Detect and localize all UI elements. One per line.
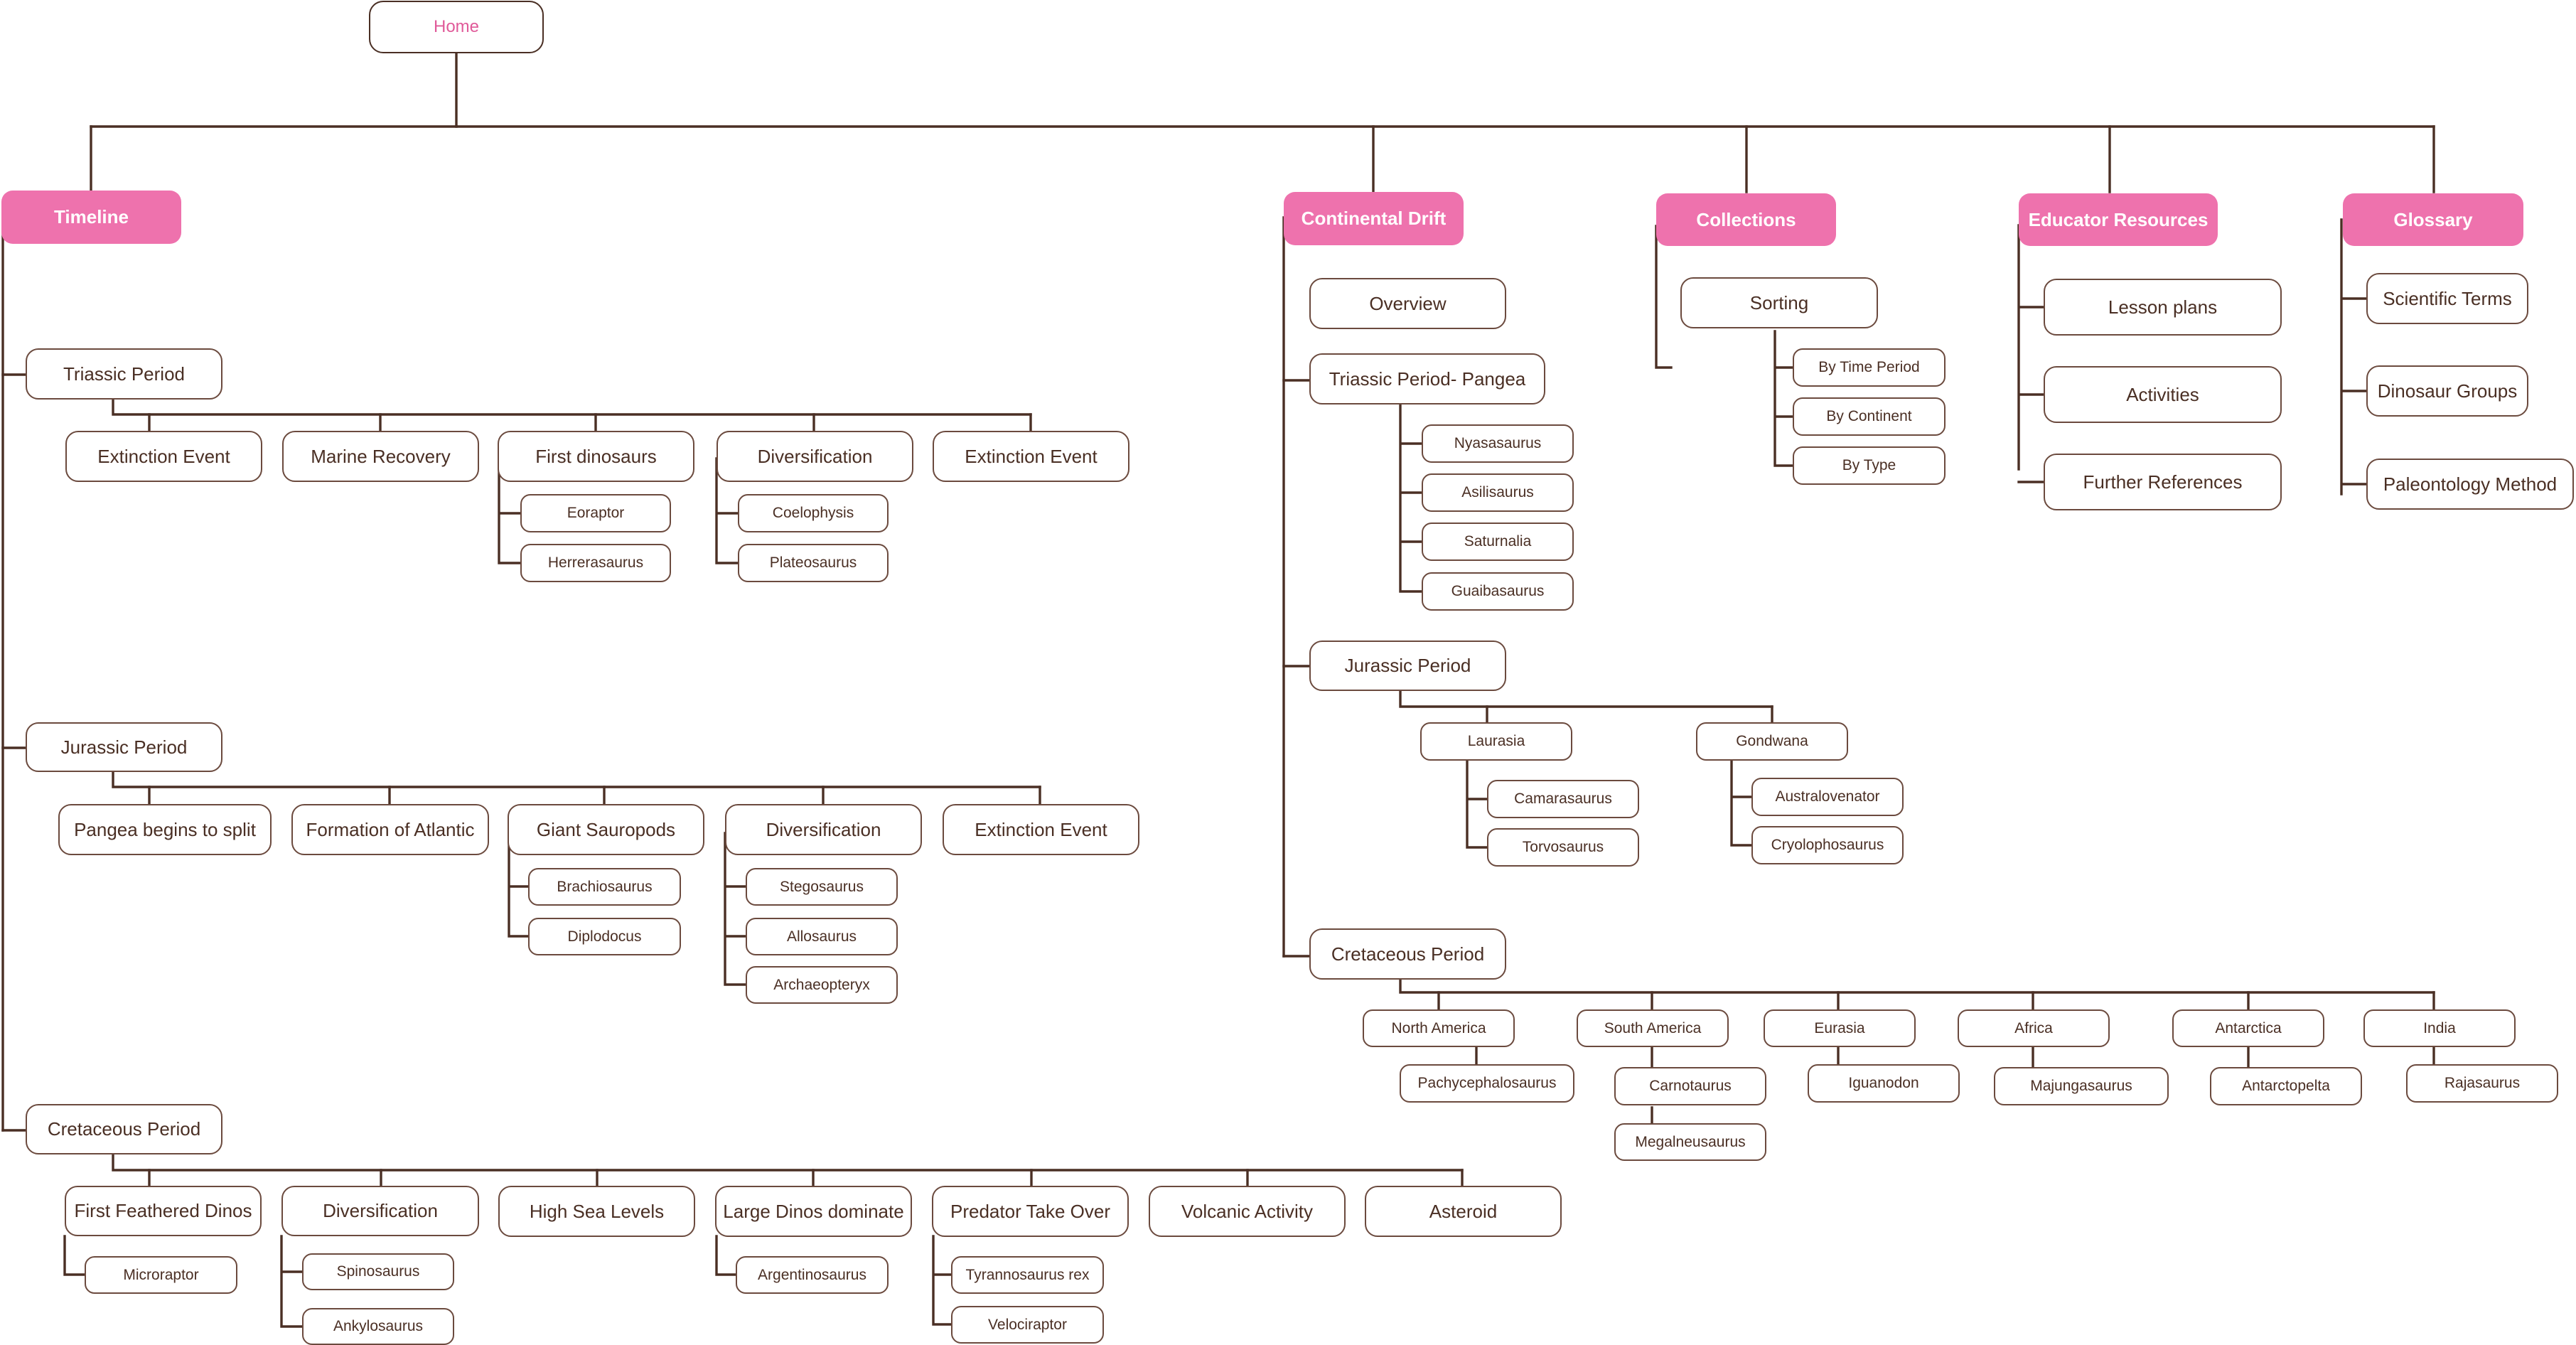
collections-node[interactable]: Collections bbox=[1656, 193, 1836, 246]
pangea-split-node[interactable]: Pangea begins to split bbox=[58, 804, 272, 855]
lesson-plans-node[interactable]: Lesson plans bbox=[2044, 279, 2282, 336]
diplodocus-node[interactable]: Diplodocus bbox=[528, 918, 681, 955]
by-continent-node[interactable]: By Continent bbox=[1793, 397, 1946, 436]
plateosaurus-node[interactable]: Plateosaurus bbox=[738, 544, 889, 582]
australovenator-node[interactable]: Australovenator bbox=[1751, 778, 1904, 816]
eurasia-node[interactable]: Eurasia bbox=[1764, 1009, 1916, 1047]
triassic-extinction-event-2-node[interactable]: Extinction Event bbox=[933, 431, 1129, 482]
saturnalia-node[interactable]: Saturnalia bbox=[1422, 523, 1574, 561]
large-dinos-dominate-node[interactable]: Large Dinos dominate bbox=[715, 1186, 912, 1237]
coelophysis-node[interactable]: Coelophysis bbox=[738, 494, 889, 532]
north-america-node[interactable]: North America bbox=[1363, 1009, 1515, 1047]
predator-take-over-node[interactable]: Predator Take Over bbox=[932, 1186, 1129, 1237]
cd-cretaceous-node[interactable]: Cretaceous Period bbox=[1309, 928, 1506, 980]
torvosaurus-node[interactable]: Torvosaurus bbox=[1487, 828, 1639, 867]
guaibasaurus-node[interactable]: Guaibasaurus bbox=[1422, 572, 1574, 611]
dinosaur-groups-node[interactable]: Dinosaur Groups bbox=[2366, 365, 2528, 417]
stegosaurus-node[interactable]: Stegosaurus bbox=[746, 868, 898, 906]
antarctopelta-node[interactable]: Antarctopelta bbox=[2210, 1067, 2362, 1105]
paleontology-method-node[interactable]: Paleontology Method bbox=[2366, 459, 2574, 510]
pachycephalosaurus-node[interactable]: Pachycephalosaurus bbox=[1400, 1064, 1574, 1103]
south-america-node[interactable]: South America bbox=[1577, 1009, 1729, 1047]
antarctica-node[interactable]: Antarctica bbox=[2172, 1009, 2324, 1047]
timeline-jurassic-node[interactable]: Jurassic Period bbox=[26, 722, 222, 772]
archaeopteryx-node[interactable]: Archaeopteryx bbox=[746, 966, 898, 1004]
carnotaurus-node[interactable]: Carnotaurus bbox=[1614, 1067, 1766, 1105]
laurasia-node[interactable]: Laurasia bbox=[1420, 722, 1572, 761]
home-node[interactable]: Home bbox=[369, 1, 544, 53]
cd-triassic-pangea-node[interactable]: Triassic Period- Pangea bbox=[1309, 353, 1545, 404]
educator-resources-node[interactable]: Educator Resources bbox=[2019, 193, 2218, 246]
gondwana-node[interactable]: Gondwana bbox=[1696, 722, 1848, 761]
velociraptor-node[interactable]: Velociraptor bbox=[951, 1306, 1104, 1344]
megalneusaurus-node[interactable]: Megalneusaurus bbox=[1614, 1123, 1766, 1161]
camarasaurus-node[interactable]: Camarasaurus bbox=[1487, 780, 1639, 818]
triassic-diversification-node[interactable]: Diversification bbox=[717, 431, 913, 482]
allosaurus-node[interactable]: Allosaurus bbox=[746, 918, 898, 955]
tyrannosaurus-rex-node[interactable]: Tyrannosaurus rex bbox=[951, 1256, 1104, 1294]
triassic-extinction-event-node[interactable]: Extinction Event bbox=[65, 431, 262, 482]
by-time-period-node[interactable]: By Time Period bbox=[1793, 348, 1946, 387]
high-sea-levels-node[interactable]: High Sea Levels bbox=[498, 1186, 695, 1237]
majungasaurus-node[interactable]: Majungasaurus bbox=[1994, 1067, 2169, 1105]
ankylosaurus-node[interactable]: Ankylosaurus bbox=[302, 1308, 454, 1345]
marine-recovery-node[interactable]: Marine Recovery bbox=[282, 431, 479, 482]
timeline-triassic-node[interactable]: Triassic Period bbox=[26, 348, 222, 400]
formation-atlantic-node[interactable]: Formation of Atlantic bbox=[291, 804, 489, 855]
continental-drift-node[interactable]: Continental Drift bbox=[1284, 192, 1464, 245]
jurassic-diversification-node[interactable]: Diversification bbox=[725, 804, 922, 855]
by-type-node[interactable]: By Type bbox=[1793, 446, 1946, 485]
giant-sauropods-node[interactable]: Giant Sauropods bbox=[508, 804, 704, 855]
overview-node[interactable]: Overview bbox=[1309, 278, 1506, 329]
argentinosaurus-node[interactable]: Argentinosaurus bbox=[736, 1256, 889, 1294]
glossary-node[interactable]: Glossary bbox=[2343, 193, 2523, 246]
eoraptor-node[interactable]: Eoraptor bbox=[520, 494, 671, 532]
asteroid-node[interactable]: Asteroid bbox=[1365, 1186, 1562, 1237]
nyasasaurus-node[interactable]: Nyasasaurus bbox=[1422, 424, 1574, 463]
further-references-node[interactable]: Further References bbox=[2044, 454, 2282, 510]
herrerasaurus-node[interactable]: Herrerasaurus bbox=[520, 544, 671, 582]
cretaceous-diversification-node[interactable]: Diversification bbox=[281, 1186, 479, 1236]
scientific-terms-node[interactable]: Scientific Terms bbox=[2366, 273, 2528, 324]
timeline-node[interactable]: Timeline bbox=[1, 191, 181, 244]
cd-jurassic-node[interactable]: Jurassic Period bbox=[1309, 641, 1506, 691]
first-feathered-dinos-node[interactable]: First Feathered Dinos bbox=[65, 1186, 262, 1236]
activities-node[interactable]: Activities bbox=[2044, 366, 2282, 423]
first-dinosaurs-node[interactable]: First dinosaurs bbox=[498, 431, 694, 482]
spinosaurus-node[interactable]: Spinosaurus bbox=[302, 1253, 454, 1290]
iguanodon-node[interactable]: Iguanodon bbox=[1808, 1064, 1960, 1103]
sorting-node[interactable]: Sorting bbox=[1680, 277, 1878, 328]
microraptor-node[interactable]: Microraptor bbox=[85, 1256, 237, 1294]
asilisaurus-node[interactable]: Asilisaurus bbox=[1422, 473, 1574, 512]
volcanic-activity-node[interactable]: Volcanic Activity bbox=[1149, 1186, 1346, 1237]
brachiosaurus-node[interactable]: Brachiosaurus bbox=[528, 868, 681, 906]
africa-node[interactable]: Africa bbox=[1958, 1009, 2110, 1047]
jurassic-extinction-event-node[interactable]: Extinction Event bbox=[943, 804, 1139, 855]
cryolophosaurus-node[interactable]: Cryolophosaurus bbox=[1751, 826, 1904, 864]
rajasaurus-node[interactable]: Rajasaurus bbox=[2406, 1064, 2558, 1103]
india-node[interactable]: India bbox=[2363, 1009, 2516, 1047]
timeline-cretaceous-node[interactable]: Cretaceous Period bbox=[26, 1104, 222, 1154]
